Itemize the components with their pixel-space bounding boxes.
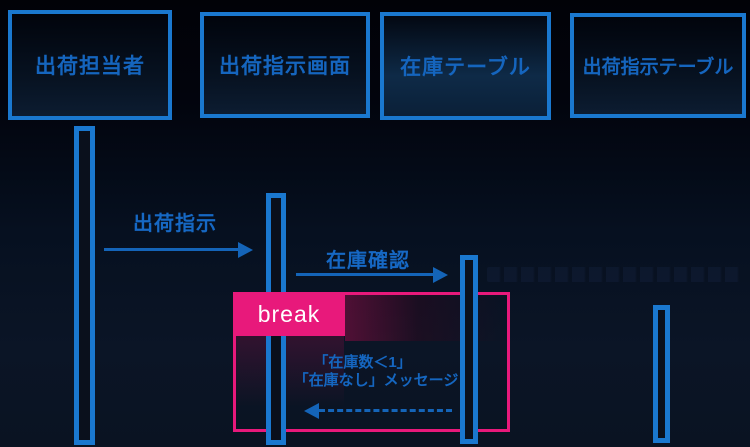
message-line-stock-check [296, 273, 433, 276]
activation-bar-stock-table [460, 255, 478, 444]
participant-box-shipping-screen: 出荷指示画面 [200, 12, 370, 118]
participant-label: 出荷指示テーブル [582, 57, 734, 78]
message-line-shipping-order [104, 248, 238, 251]
participant-label: 在庫テーブル [400, 56, 531, 79]
message-label-stock-check: 在庫確認 [326, 250, 410, 272]
arrow-head-right-icon [433, 267, 448, 283]
participant-box-shipping-order-table: 出荷指示テーブル [570, 13, 746, 118]
participant-label: 出荷指示画面 [219, 55, 351, 78]
activation-bar-shipping-clerk [74, 126, 95, 445]
arrow-head-right-icon [238, 242, 253, 258]
participant-label: 出荷担当者 [35, 55, 145, 78]
arrow-head-left-icon [304, 403, 319, 419]
break-fragment-glow [345, 295, 507, 341]
participant-box-shipping-clerk: 出荷担当者 [8, 10, 172, 120]
break-fragment-glow [236, 336, 344, 406]
guard-condition: 「在庫数＜1」 [313, 354, 412, 371]
break-fragment [233, 292, 510, 432]
message-line-return-dashed [319, 409, 452, 412]
message-label-shipping-order: 出荷指示 [133, 213, 217, 235]
return-message-label: 「在庫なし」メッセージ [293, 372, 459, 389]
faint-text-row [487, 267, 740, 282]
activation-bar-shipping-order-table [653, 305, 670, 443]
participant-box-stock-table: 在庫テーブル [380, 12, 551, 120]
break-operator-label: break [233, 292, 345, 336]
